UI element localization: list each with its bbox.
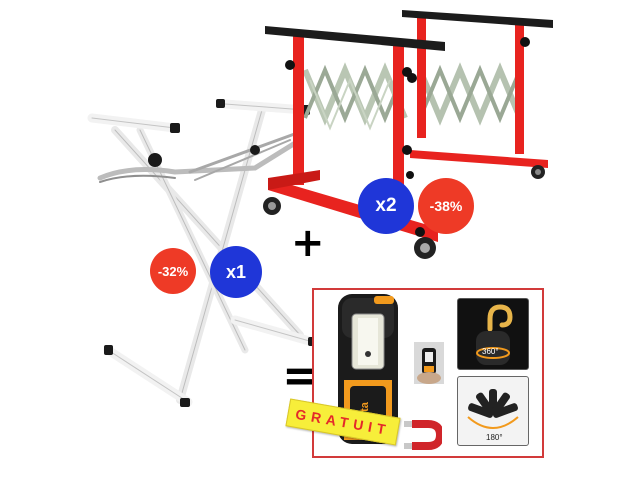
hook-icon	[476, 304, 513, 365]
hook-rotation-label: 360°	[482, 347, 499, 356]
magnet-icon	[404, 420, 442, 450]
hook-rotation-thumbnail: 360°	[457, 298, 529, 370]
red-panel-stand-back	[402, 10, 553, 179]
lamp-in-hand-thumbnail	[414, 342, 444, 384]
red-stand-quantity-badge: x2	[358, 178, 414, 234]
white-stand-discount-badge: -32%	[150, 248, 196, 294]
rotation-fan-icon	[467, 389, 519, 429]
plus-symbol: +	[291, 220, 325, 266]
white-panel-stand	[87, 99, 318, 407]
head-rotation-label: 180°	[486, 433, 503, 442]
red-stand-discount-badge: -38%	[418, 178, 474, 234]
white-stand-quantity-badge: x1	[210, 246, 262, 298]
head-rotation-thumbnail: 180°	[457, 376, 529, 446]
